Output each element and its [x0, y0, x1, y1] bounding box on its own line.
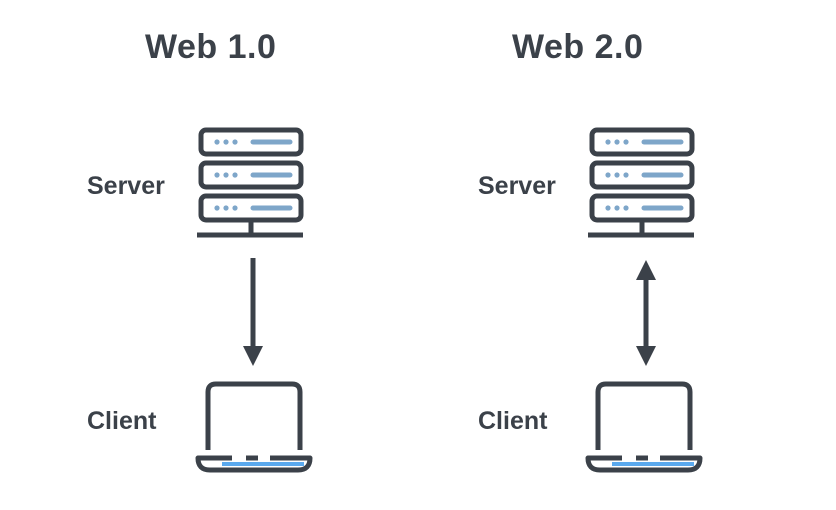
- laptop-icon: [585, 381, 703, 473]
- web1-title: Web 1.0: [145, 28, 277, 66]
- web1-panel: Web 1.0 Server Client: [70, 0, 370, 510]
- down-arrow-icon: [243, 258, 263, 366]
- web2-client-label: Client: [478, 407, 548, 435]
- web1-client-label: Client: [87, 407, 157, 435]
- web2-panel: Web 2.0 Server Client: [460, 0, 760, 510]
- web2-server-label: Server: [478, 172, 556, 200]
- laptop-icon: [195, 381, 313, 473]
- server-rack-icon: [588, 127, 695, 238]
- web2-title: Web 2.0: [512, 28, 644, 66]
- server-rack-icon: [197, 127, 304, 238]
- bidirectional-arrow-icon: [636, 260, 656, 366]
- web1-server-label: Server: [87, 172, 165, 200]
